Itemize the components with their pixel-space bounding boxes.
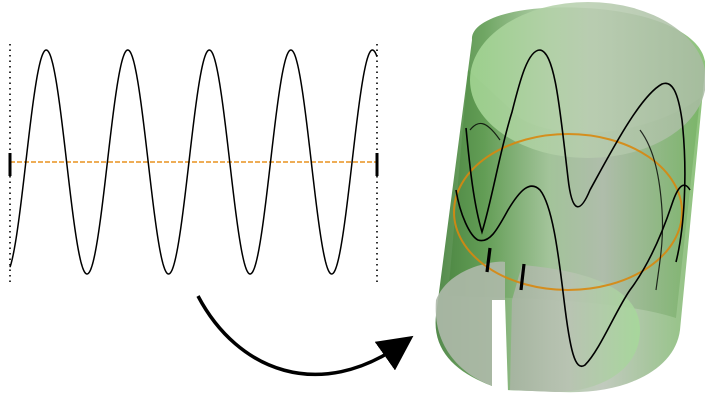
seam-endpoint-mark-left — [485, 247, 492, 273]
wrapped-wave-back — [469, 122, 664, 291]
wrapped-cylinder — [435, 2, 705, 393]
seam-endpoint-mark-right — [519, 263, 526, 291]
flat-wave-panel — [8, 44, 379, 282]
cylinder-lower-front — [435, 261, 505, 390]
wrapped-wave-upper — [465, 49, 686, 263]
wrap-circle — [453, 133, 683, 291]
cylinder-seam-slit — [492, 300, 508, 392]
cylinder-top-cap — [470, 2, 705, 158]
flat-sine-wave — [9, 49, 378, 275]
cylinder-lower-front-right — [510, 265, 640, 392]
wrapped-wave-lower — [455, 184, 691, 368]
wrap-transform-arrow — [196, 295, 414, 377]
